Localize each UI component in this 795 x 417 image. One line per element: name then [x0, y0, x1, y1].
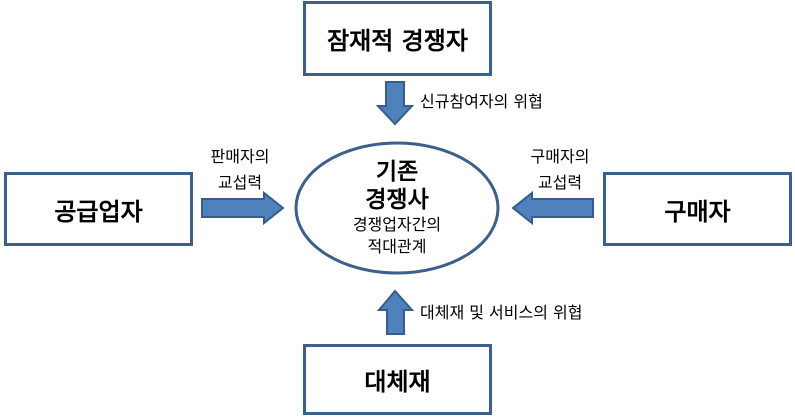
- buyer-power-line2: 교섭력: [537, 173, 583, 192]
- supplier-power-line1: 판매자의: [210, 147, 270, 166]
- buyer-power-label: 구매자의 교섭력: [510, 144, 610, 196]
- arrow-left-icon: [511, 190, 594, 226]
- center-title-1: 기존: [375, 159, 419, 185]
- supplier-power-label: 판매자의 교섭력: [190, 144, 290, 196]
- potential-entrants-box: 잠재적 경쟁자: [303, 1, 492, 76]
- arrow-right-icon: [201, 190, 285, 226]
- center-title-2: 경쟁사: [365, 187, 429, 213]
- entrants-threat-label: 신규참여자의 위협: [420, 92, 543, 111]
- supplier-power-line2: 교섭력: [217, 173, 263, 192]
- buyer-power-line1: 구매자의: [530, 147, 590, 166]
- center-sub-1: 경쟁업자간의: [352, 215, 442, 234]
- center-ellipse: [294, 141, 500, 275]
- substitute-threat-label: 대체재 및 서비스의 위협: [420, 303, 583, 322]
- arrow-down-icon: [375, 81, 415, 126]
- suppliers-box: 공급업자: [4, 172, 193, 246]
- existing-competitors: 기존 경쟁사 경쟁업자간의 적대관계: [295, 142, 499, 274]
- buyers-box: 구매자: [603, 172, 792, 246]
- arrow-up-icon: [376, 289, 415, 335]
- substitutes-box: 대체재: [303, 344, 492, 415]
- center-sub-2: 적대관계: [367, 237, 427, 256]
